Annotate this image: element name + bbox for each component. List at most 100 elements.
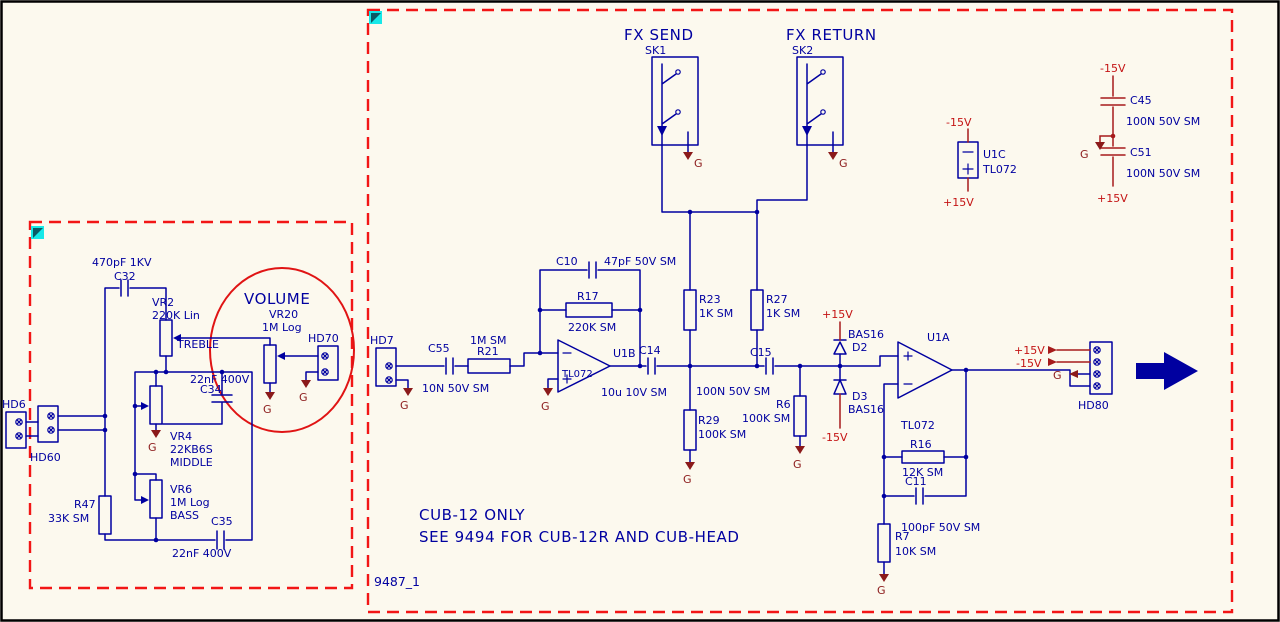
hd80-power-feeds	[1048, 346, 1091, 378]
g-r7: G	[877, 584, 886, 597]
hd60-pin-1	[47, 412, 55, 420]
r21-name: R21	[477, 345, 499, 358]
left-region-corner-triangle-icon	[33, 228, 43, 238]
u1c-value: TL072	[982, 163, 1017, 176]
c11-capacitor-plates	[915, 487, 924, 505]
u1c-neg-rail: -15V	[946, 116, 972, 129]
treble-label: TREBLE	[176, 338, 219, 351]
c10-value: 47pF 50V SM	[604, 255, 676, 268]
r23-resistor-body	[683, 289, 697, 331]
r16-resistor-body	[901, 450, 945, 464]
connector-hd6	[5, 411, 27, 449]
u1b-input-polarity-glyphs	[562, 352, 572, 384]
hd80-pos-rail: +15V	[1014, 344, 1045, 357]
vr2-value: 220K Lin	[152, 309, 200, 322]
connector-hd60	[37, 405, 59, 443]
c55-value: 10N 50V SM	[422, 382, 489, 395]
vr4-value: 22KB6S	[170, 443, 213, 456]
tone-stack-section	[5, 279, 339, 550]
c51-value: 100N 50V SM	[1126, 167, 1200, 180]
connector-hd80	[1089, 341, 1113, 395]
r29-resistor-body	[683, 409, 697, 451]
junction-dot	[837, 363, 843, 369]
c11-value: 100pF 50V SM	[901, 521, 980, 534]
junction-dot	[754, 209, 760, 215]
vr6-pot-body	[149, 479, 163, 519]
ground-icon-sk1	[683, 152, 693, 160]
rail-neg-label: -15V	[1100, 62, 1126, 75]
c45-c51-capacitor-plates	[1100, 97, 1126, 156]
c34-value: 22nF 400V	[190, 373, 250, 386]
junction-dot	[881, 454, 887, 460]
tone-stack-ground-symbols	[151, 380, 311, 438]
junction-dot	[537, 350, 543, 356]
output-arrow-icon	[1136, 352, 1198, 390]
u1a-triangle	[897, 341, 953, 399]
junction-dot	[153, 537, 159, 543]
opamp-power-block-u1c	[957, 128, 979, 192]
g-sk1: G	[694, 157, 703, 170]
hd7-body	[375, 347, 397, 387]
vr4-pot-body	[149, 385, 163, 425]
r47-name: R47	[74, 498, 96, 511]
hd7-pin-2	[385, 376, 393, 384]
right-region-dashed-box	[366, 8, 1234, 614]
c15-value: 100N 50V SM	[696, 385, 770, 398]
ground-icon-r7	[879, 574, 889, 582]
hd60-pin-2	[47, 426, 55, 434]
preamp-section	[375, 56, 1198, 582]
rail-pos-label: +15V	[1097, 192, 1128, 205]
g-r6: G	[793, 458, 802, 471]
vr4-function: MIDDLE	[170, 456, 213, 469]
sk2-tip-arrow-icon	[802, 126, 812, 136]
c32-capacitor-plates	[120, 279, 129, 297]
c51-name: C51	[1130, 146, 1152, 159]
sk1-contact-point-1	[675, 69, 681, 75]
u1b-name: U1B	[613, 347, 636, 360]
g-u1b: G	[541, 400, 550, 413]
c10-capacitor-plates	[588, 261, 597, 279]
left-region-dashed-box	[28, 220, 354, 590]
vr20-name: VR20	[269, 308, 298, 321]
d3-name: D3	[852, 390, 867, 403]
u1c-polarity-glyphs	[962, 151, 974, 175]
d3-triangle	[833, 379, 847, 395]
r21-resistor-body	[467, 358, 511, 374]
c34-name: C34	[200, 383, 222, 396]
d2-triangle	[833, 341, 847, 355]
frame-left-region	[28, 220, 354, 590]
sk1-contacts	[661, 63, 689, 153]
r17-name: R17	[577, 290, 599, 303]
junction-dot	[537, 307, 543, 313]
r7-name: R7	[895, 530, 910, 543]
note-line-2: SEE 9494 FOR CUB-12R AND CUB-HEAD	[419, 528, 740, 546]
junction-dot	[102, 413, 108, 419]
junction-dot	[963, 367, 969, 373]
g-vr20: G	[263, 403, 272, 416]
sk2-contact-point-2	[820, 109, 826, 115]
hd80-pin-crosses	[1094, 347, 1100, 389]
c15-capacitor-plates	[765, 357, 774, 375]
c32-value: 470pF 1KV	[92, 256, 152, 269]
c14-capacitor-plates	[647, 357, 656, 375]
rail-chain-junction-dot	[1110, 133, 1116, 139]
hd70-pin-crosses	[322, 353, 328, 375]
r16-name: R16	[910, 438, 932, 451]
r21-value: 1M SM	[470, 334, 506, 347]
g-sk2: G	[839, 157, 848, 170]
junction-dot	[881, 493, 887, 499]
ground-icon-vr4	[151, 430, 161, 438]
r6-value: 100K SM	[742, 412, 790, 425]
r47-resistor-body	[98, 495, 112, 535]
vr20-wiper-arrow	[277, 352, 285, 360]
g-rail: G	[1080, 148, 1089, 161]
junction-dot	[687, 363, 693, 369]
junction-dot	[153, 369, 159, 375]
junction-dot	[637, 307, 643, 313]
ground-icon-r29	[685, 462, 695, 470]
r16-value: 12K SM	[902, 466, 943, 479]
volume-highlight-ellipse	[209, 267, 355, 433]
u1b-triangle	[557, 339, 611, 393]
